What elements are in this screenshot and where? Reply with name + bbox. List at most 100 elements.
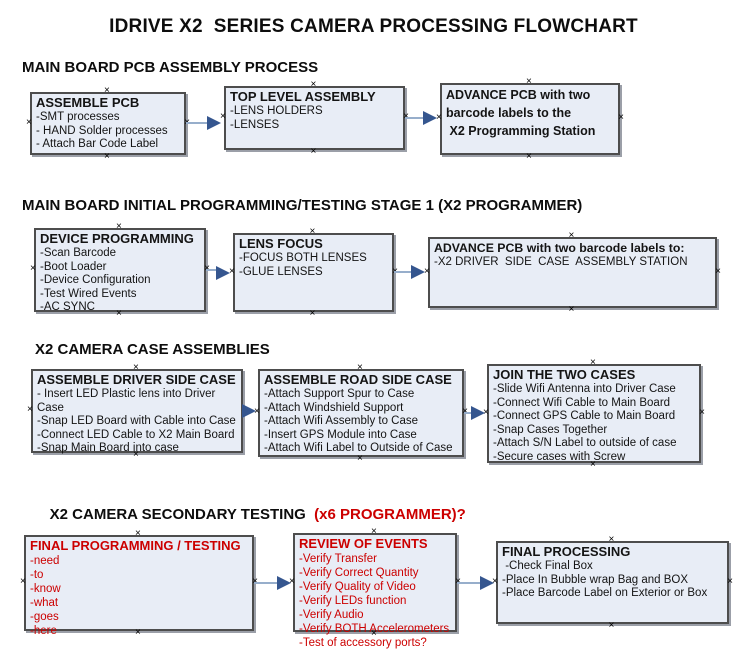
- connector-handle-icon: ×: [436, 112, 442, 123]
- connector-handle-icon: ×: [241, 404, 247, 415]
- connector-handle-icon: ×: [618, 112, 624, 123]
- box-title: DEVICE PROGRAMMING: [40, 231, 194, 246]
- connector-handle-icon: ×: [526, 76, 532, 87]
- connector-handle-icon: ×: [310, 79, 317, 90]
- box-line: -Snap LED Board with Cable into Case: [37, 415, 236, 427]
- connector-handle-icon: ×: [184, 116, 190, 128]
- connector-handle-icon: ×: [220, 111, 226, 122]
- box-line: -Verify BOTH Accelerometers: [299, 623, 450, 635]
- flow-box-advance-pcb-programming-station[interactable]: ADVANCE PCB with two barcode labels to t…: [436, 77, 624, 162]
- box-title: REVIEW OF EVENTS: [299, 536, 428, 551]
- box-line: -Snap Main Board into case: [37, 442, 179, 454]
- connector-handle-icon: ×: [252, 576, 258, 587]
- flow-box-final-processing[interactable]: FINAL PROCESSING -Check Final Box -Place…: [492, 535, 733, 631]
- box-line: X2 Programming Station: [446, 124, 596, 138]
- box-line: - Attach Bar Code Label: [36, 138, 159, 150]
- connector-handle-icon: ×: [526, 151, 532, 162]
- box-line: -Verify Audio: [299, 609, 364, 621]
- connector-handle-icon: ×: [590, 357, 596, 368]
- connector-handle-icon: ×: [608, 534, 615, 545]
- box-line: -Attach Wifi Label to Outside of Case: [264, 442, 453, 454]
- box-title: ADVANCE PCB with two barcode labels to:: [434, 241, 685, 255]
- box-title: ASSEMBLE DRIVER SIDE CASE: [37, 372, 236, 387]
- page-title: IDRIVE X2 SERIES CAMERA PROCESSING FLOWC…: [109, 16, 638, 37]
- connector-handle-icon: ×: [27, 404, 33, 415]
- section-heading-initial-programming: MAIN BOARD INITIAL PROGRAMMING/TESTING S…: [22, 197, 583, 214]
- flow-box-advance-pcb-driver-side[interactable]: ADVANCE PCB with two barcode labels to: …: [424, 231, 721, 315]
- section-heading-pcb-assembly: MAIN BOARD PCB ASSEMBLY PROCESS: [22, 59, 319, 76]
- connector-handle-icon: ×: [568, 304, 575, 315]
- connector-handle-icon: ×: [204, 263, 210, 274]
- box-line: -Connect GPS Cable to Main Board: [493, 410, 676, 422]
- box-line: -Attach S/N Label to outside of case: [493, 437, 677, 449]
- connector-handle-icon: ×: [133, 449, 139, 460]
- section-heading-secondary-testing: X2 CAMERA SECONDARY TESTING (x6 PROGRAMM…: [33, 489, 466, 540]
- connector-handle-icon: ×: [104, 85, 110, 96]
- box-line: - HAND Solder processes: [36, 124, 168, 137]
- flow-box-final-programming-testing[interactable]: FINAL PROGRAMMING / TESTING -need -to -k…: [20, 529, 258, 638]
- connector-handle-icon: ×: [135, 627, 141, 638]
- box-line: -Secure cases with Screw: [493, 450, 626, 463]
- box-line: -Boot Loader: [40, 260, 107, 273]
- flow-box-join-the-two-cases[interactable]: JOIN THE TWO CASES -Slide Wifi Antenna i…: [483, 358, 705, 470]
- flow-box-assemble-pcb[interactable]: ASSEMBLE PCB -SMT processes - HAND Solde…: [26, 86, 190, 162]
- box-line: -know: [30, 583, 61, 595]
- box-line: -Place In Bubble wrap Bag and BOX: [502, 573, 689, 586]
- connector-handle-icon: ×: [371, 526, 377, 537]
- connector-handle-icon: ×: [309, 226, 316, 237]
- connector-handle-icon: ×: [357, 362, 363, 373]
- box-line: -Connect LED Cable to X2 Main Board: [37, 428, 235, 441]
- box-line: -Test Wired Events: [40, 287, 137, 300]
- box-line: -Scan Barcode: [40, 247, 117, 259]
- heading-red-part: (x6 PROGRAMMER)?: [314, 506, 466, 523]
- connector-handle-icon: ×: [310, 146, 317, 157]
- flow-box-top-level-assembly[interactable]: TOP LEVEL ASSEMBLY -LENS HOLDERS -LENSES…: [220, 80, 409, 157]
- box-line: -what: [30, 597, 59, 609]
- box-line: -Attach Wifi Assembly to Case: [264, 415, 419, 427]
- box-line: barcode labels to the: [446, 106, 572, 120]
- connector-handle-icon: ×: [20, 576, 26, 587]
- flow-box-lens-focus[interactable]: LENS FOCUS -FOCUS BOTH LENSES -GLUE LENS…: [229, 227, 398, 319]
- connector-handle-icon: ×: [424, 265, 430, 277]
- box-line: -Device Configuration: [40, 274, 151, 286]
- connector-handle-icon: ×: [483, 406, 489, 418]
- connector-handle-icon: ×: [590, 459, 596, 470]
- box-line: -Test of accessory ports?: [299, 637, 427, 649]
- connector-handle-icon: ×: [357, 453, 363, 464]
- box-line: -Verify Correct Quantity: [299, 567, 419, 579]
- box-line: -Snap Cases Together: [493, 423, 608, 436]
- flow-box-device-programming[interactable]: DEVICE PROGRAMMING -Scan Barcode -Boot L…: [30, 222, 210, 319]
- connector-handle-icon: ×: [727, 575, 733, 587]
- box-line: -Slide Wifi Antenna into Driver Case: [493, 383, 676, 395]
- box-line: -FOCUS BOTH LENSES: [239, 252, 367, 264]
- connector-handle-icon: ×: [116, 308, 122, 319]
- box-line: -Check Final Box: [502, 560, 593, 572]
- connector-handle-icon: ×: [254, 406, 260, 417]
- box-title: LENS FOCUS: [239, 236, 323, 251]
- box-line: -Verify Quality of Video: [299, 581, 416, 593]
- connector-handle-icon: ×: [568, 230, 575, 241]
- connector-handle-icon: ×: [699, 406, 705, 418]
- section-heading-case-assemblies: X2 CAMERA CASE ASSEMBLIES: [35, 341, 270, 358]
- box-line: -here: [30, 625, 57, 637]
- flow-box-review-of-events[interactable]: REVIEW OF EVENTS -Verify Transfer -Verif…: [289, 527, 461, 650]
- connector-handle-icon: ×: [309, 308, 316, 319]
- connector-handle-icon: ×: [133, 362, 139, 373]
- connector-handle-icon: ×: [608, 620, 615, 631]
- box-title: FINAL PROCESSING: [502, 544, 631, 559]
- box-line: - Insert LED Plastic lens into Driver Ca…: [37, 388, 219, 414]
- box-title: ASSEMBLE ROAD SIDE CASE: [264, 372, 452, 387]
- connector-handle-icon: ×: [492, 575, 498, 587]
- connector-handle-icon: ×: [30, 263, 36, 274]
- box-line: -X2 DRIVER SIDE CASE ASSEMBLY STATION: [434, 256, 688, 268]
- box-line: -LENS HOLDERS: [230, 105, 323, 117]
- flow-box-assemble-road-side-case[interactable]: ASSEMBLE ROAD SIDE CASE -Attach Support …: [254, 363, 468, 464]
- heading-black-part: X2 CAMERA SECONDARY TESTING: [49, 506, 315, 523]
- connector-handle-icon: ×: [104, 151, 110, 162]
- connector-handle-icon: ×: [289, 575, 295, 587]
- connector-handle-icon: ×: [135, 528, 141, 539]
- connector-handle-icon: ×: [403, 111, 409, 122]
- connector-handle-icon: ×: [371, 628, 377, 639]
- connector-handle-icon: ×: [392, 265, 398, 277]
- flow-box-assemble-driver-side-case[interactable]: ASSEMBLE DRIVER SIDE CASE - Insert LED P…: [27, 363, 247, 460]
